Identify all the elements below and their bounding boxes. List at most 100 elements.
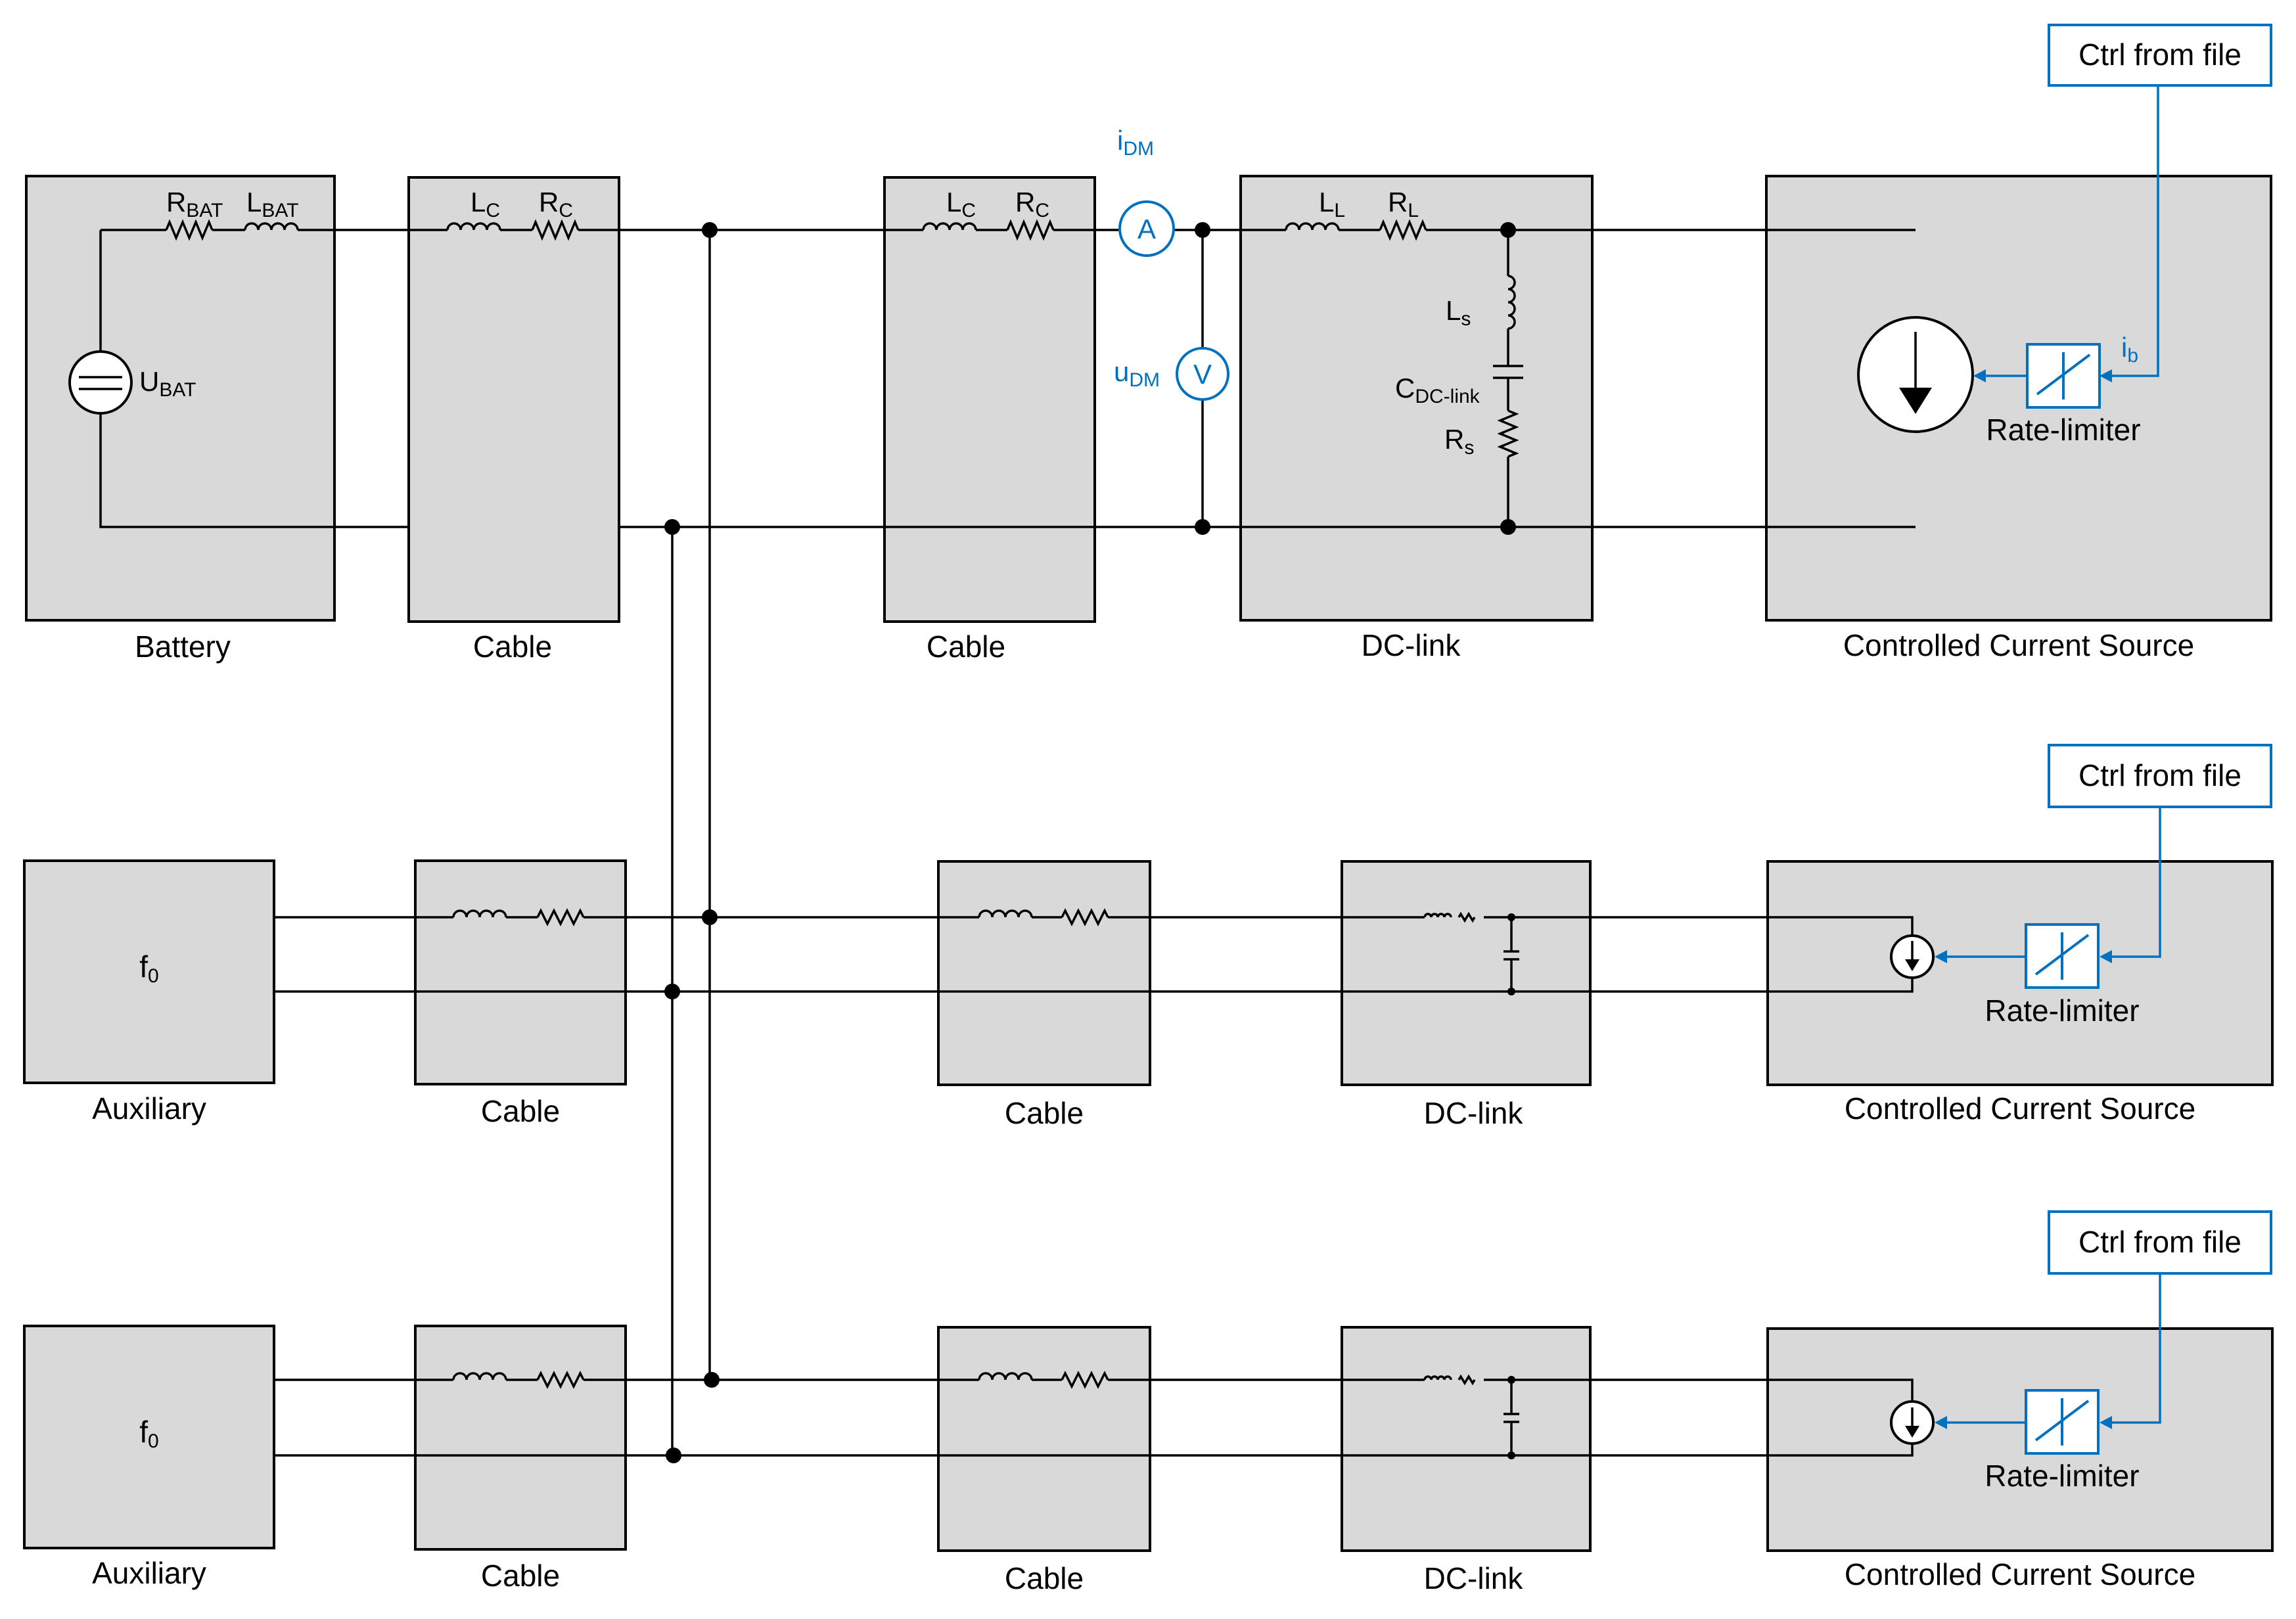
ctrl-signal-line bbox=[2111, 1273, 2161, 1424]
inductor-icon bbox=[244, 222, 299, 231]
resistor-icon bbox=[536, 1371, 585, 1389]
ctrl-from-file-box bbox=[2048, 744, 2272, 808]
ctrl-signal-line bbox=[2111, 85, 2159, 377]
ctrl-arrow-head bbox=[1973, 369, 1986, 382]
dclink-box bbox=[1239, 175, 1594, 622]
ctrl-arrow-head bbox=[1935, 950, 1947, 963]
battery-block: Battery RBAT LBAT UBAT bbox=[25, 175, 672, 664]
voltage-source-icon bbox=[68, 350, 133, 415]
ctrl-signal-arrow bbox=[2100, 1416, 2112, 1429]
rate-limiter-icon bbox=[2034, 1398, 2090, 1446]
i-dm-label: iDM bbox=[1117, 125, 1154, 160]
ls-label: Ls bbox=[1446, 295, 1471, 330]
inductor-icon bbox=[922, 222, 977, 231]
junction-dot bbox=[1500, 519, 1516, 535]
voltmeter-symbol: V bbox=[1193, 359, 1212, 390]
rc-label: RC bbox=[1015, 187, 1049, 221]
dclink-box bbox=[1341, 1326, 1592, 1552]
junction-dot bbox=[1507, 988, 1515, 995]
rc-label: RC bbox=[539, 187, 573, 221]
source-block: Controlled Current Source Rate-limiter i… bbox=[1765, 24, 2272, 662]
current-arrow-head bbox=[1905, 959, 1919, 971]
dclink-mini-icon bbox=[1423, 911, 1476, 923]
ctrl-from-file-label: Ctrl from file bbox=[2078, 758, 2241, 792]
source-label: Controlled Current Source bbox=[1845, 1557, 2195, 1591]
ctrl-from-file-box bbox=[2048, 24, 2272, 87]
battery-label: Battery bbox=[135, 629, 231, 664]
resistor-icon bbox=[1061, 908, 1109, 926]
junction-dot bbox=[664, 519, 680, 535]
inductor-icon bbox=[452, 1372, 507, 1380]
ctrl-signal-line bbox=[2111, 807, 2161, 958]
f0-label: f0 bbox=[139, 949, 158, 987]
cable2-box bbox=[937, 1326, 1151, 1552]
ctrl-from-file-label: Ctrl from file bbox=[2078, 1225, 2241, 1259]
current-arrow-head bbox=[1905, 1426, 1919, 1438]
cable1-box bbox=[414, 1325, 627, 1551]
cable2-label: Cable bbox=[927, 629, 1005, 664]
rl-label: RL bbox=[1388, 187, 1419, 221]
cable1-label: Cable bbox=[481, 1094, 560, 1128]
aux-box bbox=[23, 859, 275, 1084]
voltmeter-icon bbox=[1176, 347, 1229, 401]
resistor-icon bbox=[1061, 1371, 1109, 1389]
junction-dot bbox=[1500, 222, 1516, 238]
top-row: Battery RBAT LBAT UBAT Cable LC RC bbox=[25, 24, 2272, 664]
ll-label: LL bbox=[1319, 187, 1345, 221]
ctrl-arrow-head bbox=[1935, 1416, 1947, 1429]
resistor-icon bbox=[1497, 409, 1519, 458]
source-label: Controlled Current Source bbox=[1845, 1091, 2195, 1126]
inductor-icon bbox=[978, 909, 1033, 918]
inductor-icon bbox=[446, 222, 501, 231]
ammeter-icon bbox=[1118, 200, 1175, 257]
u-bat-label: UBAT bbox=[139, 366, 196, 401]
dclink-block: DC-link LL RL Ls CDC-link Rs bbox=[1229, 175, 1917, 662]
cable1-label: Cable bbox=[473, 629, 552, 664]
resistor-icon bbox=[165, 219, 214, 241]
junction-dot bbox=[702, 222, 718, 238]
source-box bbox=[1765, 175, 2272, 622]
inductor-icon bbox=[1285, 222, 1340, 231]
junction-dot bbox=[1507, 1376, 1515, 1384]
cable1-label: Cable bbox=[481, 1559, 560, 1593]
dclink-box bbox=[1341, 860, 1592, 1086]
junction-dot bbox=[1507, 1451, 1515, 1459]
ctrl-signal-arrow bbox=[2100, 950, 2112, 963]
inductor-icon bbox=[1507, 275, 1516, 330]
rs-label: Rs bbox=[1444, 424, 1474, 459]
resistor-icon bbox=[536, 908, 585, 926]
resistor-icon bbox=[1006, 219, 1055, 241]
junction-dot bbox=[1195, 222, 1210, 238]
inductor-icon bbox=[452, 909, 507, 918]
current-arrow-head bbox=[1899, 388, 1932, 414]
dclink-label: DC-link bbox=[1424, 1561, 1524, 1595]
dclink-label: DC-link bbox=[1424, 1096, 1524, 1130]
c-dclink-label: CDC-link bbox=[1395, 373, 1481, 407]
ib-label: ib bbox=[2121, 332, 2138, 367]
junction-dot bbox=[1195, 519, 1210, 535]
rate-limiter-label: Rate-limiter bbox=[1985, 1459, 2139, 1493]
aux-label: Auxiliary bbox=[92, 1091, 206, 1126]
junction-dot bbox=[1507, 913, 1515, 921]
u-dm-label: uDM bbox=[1114, 356, 1160, 391]
ctrl-from-file-label: Ctrl from file bbox=[2078, 37, 2241, 72]
lc-label: LC bbox=[946, 187, 976, 221]
capacitor-icon bbox=[1504, 1413, 1519, 1423]
source-wires bbox=[1766, 229, 1916, 528]
f0-label: f0 bbox=[139, 1415, 158, 1452]
source-label: Controlled Current Source bbox=[1843, 628, 2194, 662]
cable2-box bbox=[937, 860, 1151, 1086]
cable2-label: Cable bbox=[1005, 1561, 1084, 1595]
source-box bbox=[1766, 860, 2274, 1086]
ctrl-from-file-box bbox=[2048, 1210, 2272, 1275]
cable2-label: Cable bbox=[1005, 1096, 1084, 1130]
cable1-box bbox=[407, 176, 620, 623]
aux-box bbox=[23, 1325, 275, 1549]
rate-limiter-label: Rate-limiter bbox=[1985, 993, 2139, 1028]
rate-limiter-icon bbox=[2036, 352, 2091, 399]
meters: A V iDM uDM bbox=[1114, 125, 1229, 527]
aux-label: Auxiliary bbox=[92, 1556, 206, 1590]
middle-row: f0 Auxiliary Cable Cable DC-link Control… bbox=[23, 744, 2274, 1130]
inductor-icon bbox=[978, 1372, 1033, 1380]
